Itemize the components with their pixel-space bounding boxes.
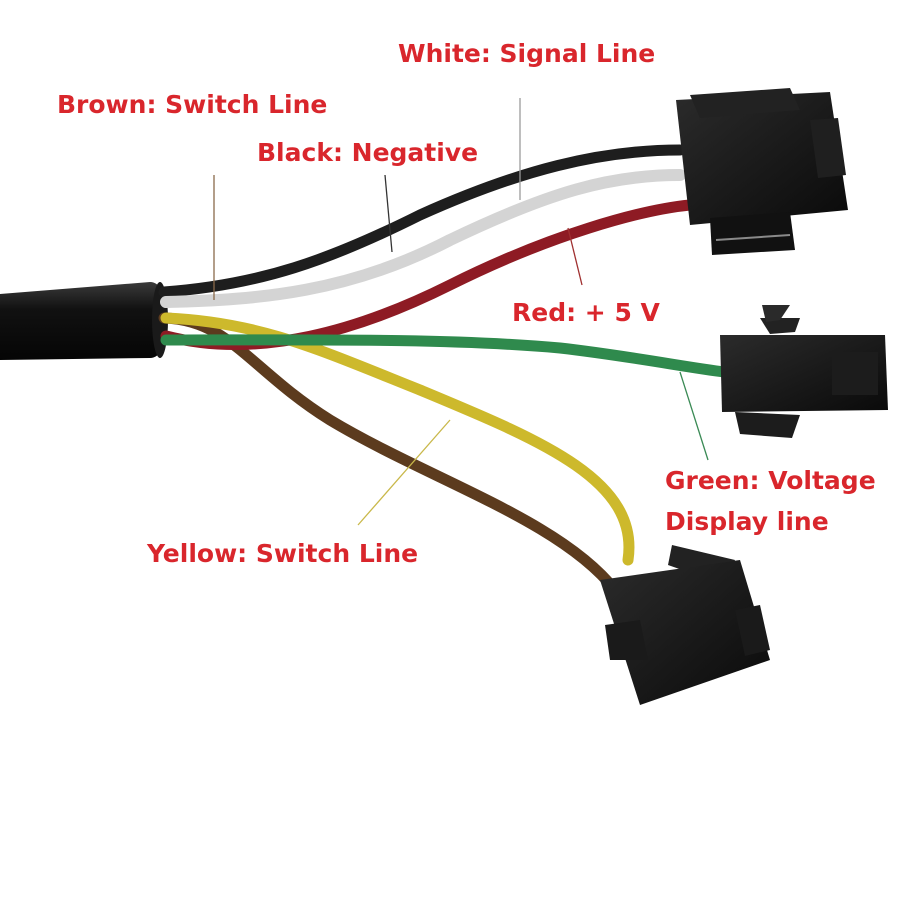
black-wire (158, 144, 686, 298)
pointer-lines (213, 98, 709, 526)
connector-middle (720, 305, 888, 438)
label-red: Red: + 5 V (512, 298, 661, 327)
black-pointer (384, 174, 393, 253)
green-wire (160, 334, 731, 378)
cable-sheath (0, 282, 168, 360)
yellow-wire (160, 312, 635, 566)
label-green-line2: Display line (665, 507, 829, 536)
yellow-pointer (357, 419, 451, 526)
label-black: Black: Negative (257, 138, 478, 167)
label-yellow: Yellow: Switch Line (146, 539, 418, 568)
green-pointer (679, 371, 709, 461)
red-pointer (567, 227, 583, 286)
labels: White: Signal Line Brown: Switch Line Bl… (57, 39, 876, 568)
wires (158, 144, 731, 596)
connector-top (676, 88, 848, 255)
connector-bottom (600, 545, 770, 705)
label-green-line1: Green: Voltage (665, 466, 876, 495)
label-brown: Brown: Switch Line (57, 90, 327, 119)
white-wire (160, 169, 686, 308)
label-white: White: Signal Line (398, 39, 655, 68)
